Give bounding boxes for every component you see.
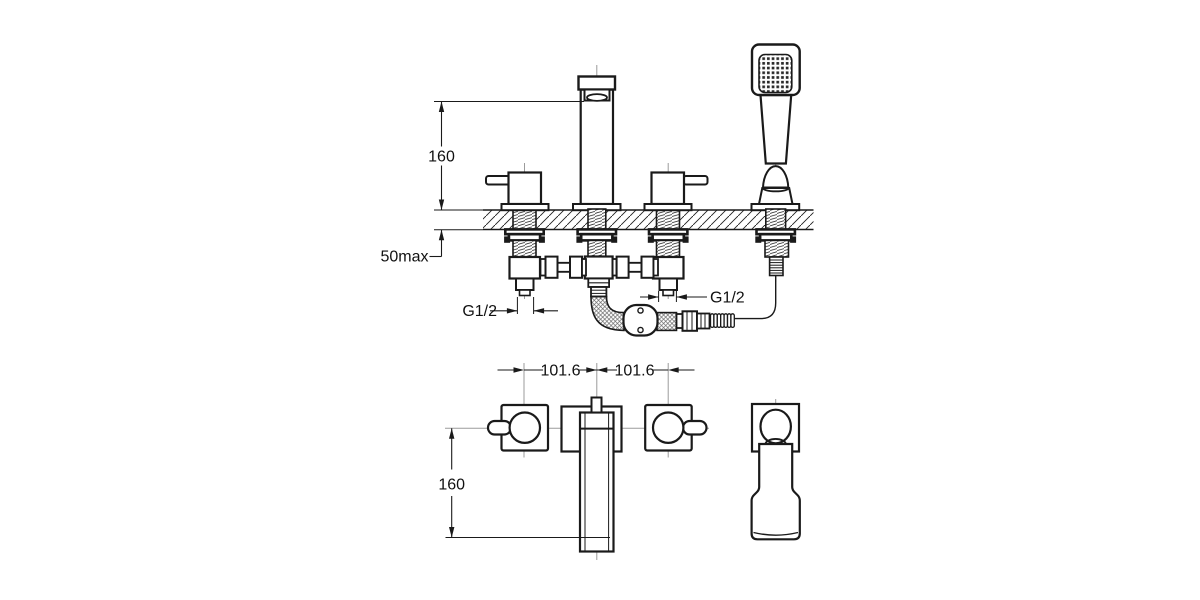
supply-manifold (539, 255, 659, 279)
dim-thread-left: G1/2 (462, 297, 558, 320)
dim-thread-right: G1/2 (640, 290, 745, 307)
tee-body (583, 255, 614, 280)
dim-spout-height: 160 (428, 101, 584, 210)
plan-hand-shower (750, 402, 801, 541)
left-valve-body (508, 255, 542, 280)
dim-label-spout-height: 160 (428, 149, 455, 166)
shower-holder (757, 187, 794, 205)
dim-label-spout-reach: 160 (438, 477, 465, 494)
dim-label-spacing-left: 101.6 (540, 363, 580, 380)
dim-label-thread-left: G1/2 (462, 303, 497, 320)
plan-right-handle (644, 403, 708, 452)
plan-left-handle (486, 403, 550, 452)
right-handle-front (643, 171, 709, 297)
plan-shower-handle (750, 442, 801, 541)
braided-hose-elbow (590, 295, 625, 332)
shower-hose-assembly (590, 275, 777, 337)
hose-corrugation (709, 313, 735, 329)
left-handle-front (485, 171, 550, 297)
hand-shower-front (750, 43, 801, 277)
plan-spout (560, 396, 623, 553)
spout-front (572, 75, 622, 298)
front-view: 160 50max G1/2 (380, 43, 814, 337)
shower-spray-face (758, 53, 793, 94)
plan-right-lever (681, 419, 708, 436)
right-handle-lever (682, 175, 709, 186)
dim-deck-thickness: 50max (380, 209, 483, 266)
dim-label-thread-right: G1/2 (710, 290, 745, 307)
hose-connector-body (622, 303, 659, 337)
dim-spout-reach: 160 (438, 428, 610, 538)
dim-handle-spacing: 101.6 101.6 (497, 363, 695, 380)
plan-view: 101.6 101.6 160 (438, 363, 801, 560)
dim-label-deck-max: 50max (380, 249, 428, 266)
dim-label-spacing-right: 101.6 (614, 363, 654, 380)
plan-centerlines (445, 363, 798, 560)
left-handle-lever (485, 175, 511, 186)
plan-left-lever (486, 419, 513, 436)
plan-shower-holder (759, 408, 792, 445)
shower-hose-line (734, 275, 777, 320)
shower-handle (759, 93, 793, 165)
